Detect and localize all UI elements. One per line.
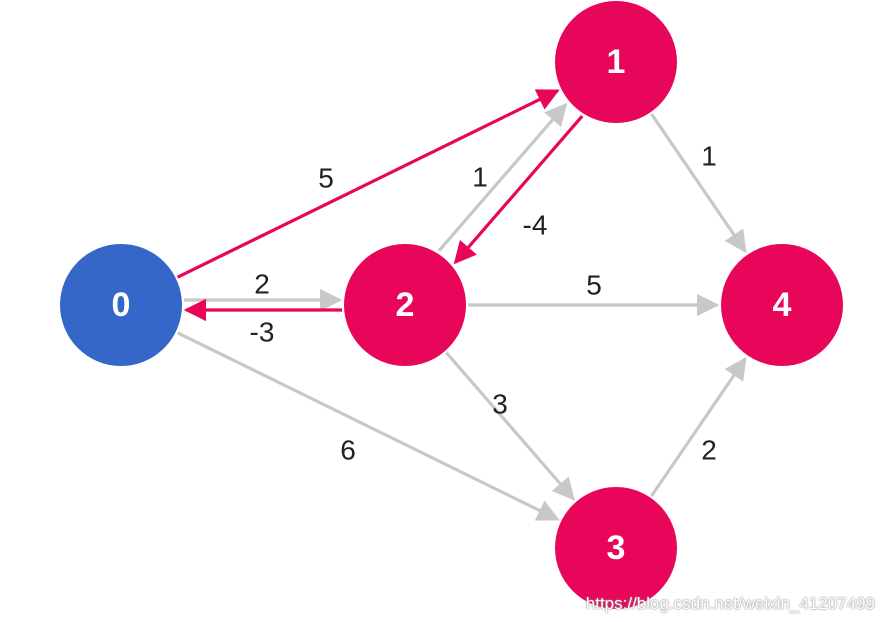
node-label-3: 3 — [607, 529, 626, 567]
edge-weight-3-to-4: 2 — [701, 434, 717, 465]
edge-2-to-1 — [437, 102, 568, 252]
node-1: 1 — [555, 1, 677, 123]
edge-1-to-2 — [453, 115, 584, 265]
edge-weight-0-to-3: 6 — [340, 434, 356, 465]
edge-weight-0-to-2: 2 — [254, 268, 270, 299]
edge-weight-1-to-2: -4 — [523, 209, 548, 240]
watermark: https://blog.csdn.net/weixin_41207499 — [585, 594, 875, 613]
node-circle-1 — [555, 1, 677, 123]
node-label-1: 1 — [607, 43, 626, 81]
edge-weight-2-to-4: 5 — [586, 269, 602, 300]
node-label-4: 4 — [773, 286, 792, 324]
edge-3-to-4 — [650, 356, 747, 497]
nodes-layer: 0 1 2 3 4 — [60, 1, 843, 609]
edge-1-to-4 — [650, 113, 747, 254]
node-circle-3 — [555, 487, 677, 609]
node-4: 4 — [721, 244, 843, 366]
node-circle-0 — [60, 244, 182, 366]
edge-weight-2-to-0: -3 — [250, 316, 275, 347]
edge-weight-1-to-4: 1 — [701, 140, 717, 171]
edge-weight-2-to-1: 1 — [472, 161, 488, 192]
node-circle-4 — [721, 244, 843, 366]
node-circle-2 — [344, 244, 466, 366]
edge-weight-0-to-1: 5 — [318, 162, 334, 193]
edges-layer — [176, 89, 747, 521]
node-label-2: 2 — [396, 286, 415, 324]
node-2: 2 — [344, 244, 466, 366]
node-label-0: 0 — [112, 286, 131, 324]
edge-0-to-3 — [176, 331, 560, 521]
node-3: 3 — [555, 487, 677, 609]
edge-labels-layer: 5 2 -3 1 -4 1 5 3 6 2 — [250, 140, 717, 465]
edge-2-to-3 — [445, 351, 575, 501]
edge-weight-2-to-3: 3 — [492, 388, 508, 419]
node-0: 0 — [60, 244, 182, 366]
edge-0-to-1 — [176, 89, 560, 279]
